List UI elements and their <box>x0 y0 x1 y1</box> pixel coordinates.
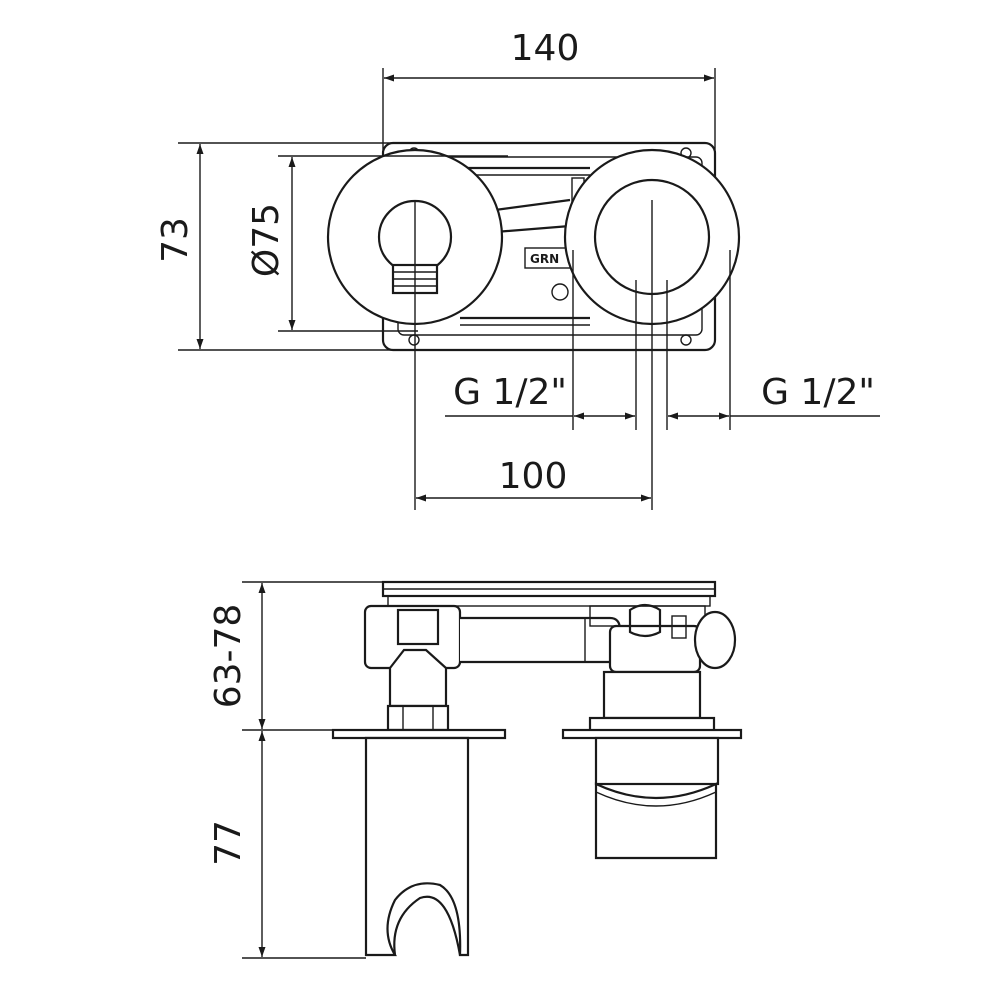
dimension-label-projection: 77 <box>208 820 249 866</box>
dimension-height: 73 <box>155 142 400 351</box>
dimension-label-thread-left: G 1/2" <box>453 372 567 413</box>
dimension-label-diameter: Ø75 <box>246 203 287 277</box>
dimension-depth: 63-78 <box>208 581 383 731</box>
right-wall-plate <box>561 728 743 740</box>
brand-logo: GRN <box>530 252 559 266</box>
hex-nut-icon <box>386 704 450 732</box>
left-wall-plate <box>331 728 507 740</box>
dimension-label-width: 140 <box>511 28 580 69</box>
shower-holder <box>364 736 470 957</box>
dimension-label-height: 73 <box>155 217 196 263</box>
front-view: GRN <box>326 141 741 510</box>
dimension-label-depth: 63-78 <box>208 604 249 709</box>
screw-hole-icon <box>408 334 420 346</box>
dimension-projection: 77 <box>208 731 366 959</box>
dimension-thread-left: G 1/2" <box>445 372 635 420</box>
right-handle-cap <box>594 736 720 786</box>
dimension-plate-diameter: Ø75 <box>246 155 508 332</box>
dimension-width: 140 <box>382 28 716 150</box>
dimension-thread-right: G 1/2" <box>668 372 880 420</box>
dimension-center-distance: 100 <box>416 456 651 502</box>
right-handle-lever <box>594 782 718 860</box>
side-view <box>331 580 743 957</box>
dimension-label-thread-right: G 1/2" <box>761 372 875 413</box>
dimension-label-center-distance: 100 <box>499 456 568 497</box>
screw-hole-icon <box>680 334 692 346</box>
